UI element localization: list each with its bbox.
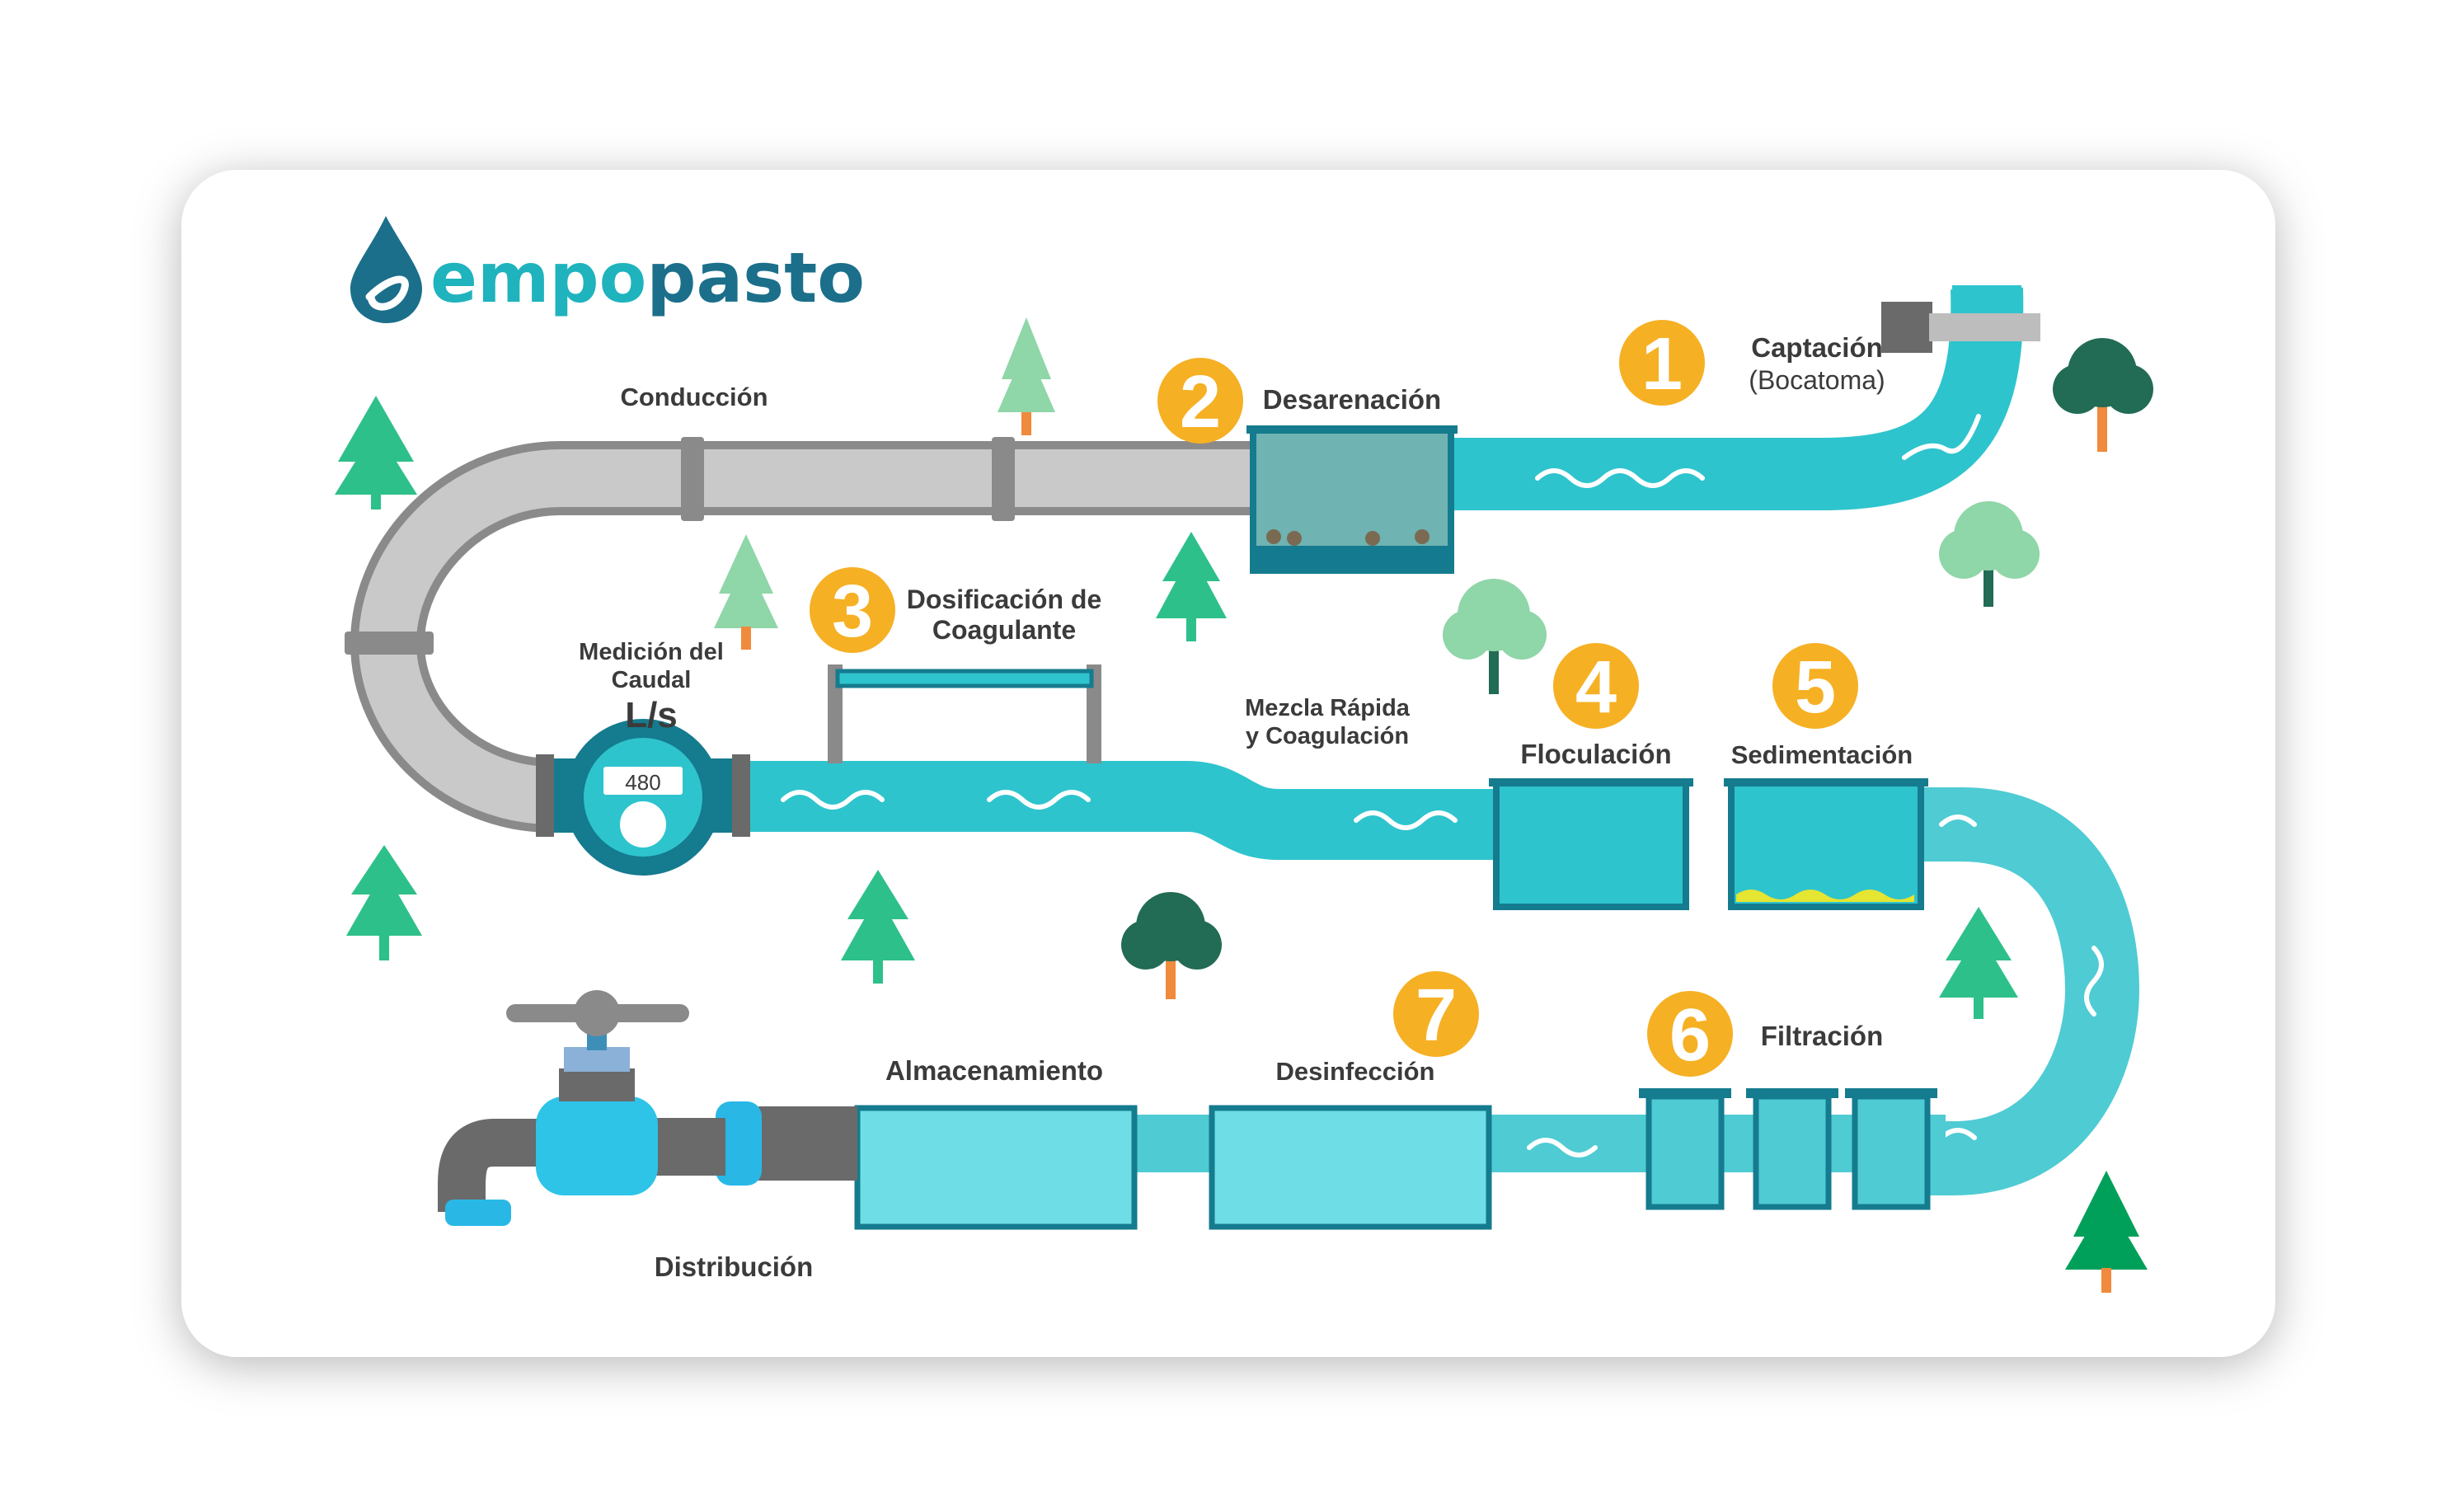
desarenador-tank: [1246, 425, 1458, 574]
round-tree-icon: [1443, 579, 1547, 694]
svg-text:4: 4: [1575, 646, 1617, 729]
step-badge-6: 6: [1647, 991, 1733, 1077]
pipe-coupling: [992, 437, 1015, 521]
step-badge-3: 3: [810, 567, 895, 653]
label-filtracion: Filtración: [1761, 1021, 1884, 1051]
logo-text-empo: empo: [430, 237, 646, 318]
label-dosificacion-line1: Dosificación de: [907, 585, 1102, 614]
pine-tree-icon: [998, 317, 1055, 435]
faucet-icon: [438, 990, 725, 1226]
svg-text:7: 7: [1415, 974, 1457, 1057]
meter-value: 480: [625, 770, 660, 795]
mezcla-channel: [725, 761, 1500, 860]
intake-gate: [1881, 302, 1932, 353]
dosificacion-structure: [828, 664, 1101, 763]
label-conduccion: Conducción: [620, 383, 768, 411]
svg-text:empopasto: empopasto: [430, 237, 865, 318]
label-sedimentacion: Sedimentación: [1731, 740, 1913, 769]
captacion-channel: [1439, 285, 2040, 510]
flow-meter: 480: [536, 719, 750, 876]
filter-unit: [1753, 1093, 1832, 1210]
trees: [335, 317, 2153, 1293]
round-tree-icon: [2053, 338, 2153, 452]
pine-tree-icon: [841, 870, 915, 984]
logo-swirl-icon: [365, 275, 409, 311]
label-desarenacion: Desarenación: [1263, 384, 1441, 415]
label-floculacion: Floculación: [1520, 739, 1671, 769]
label-medicion-line2: Caudal: [612, 667, 692, 693]
label-dosificacion-line2: Coagulante: [932, 615, 1076, 645]
pine-tree-icon: [1156, 532, 1227, 641]
pine-tree-icon: [335, 396, 417, 509]
almacenamiento-tank: [854, 1105, 1138, 1230]
label-captacion: Captación: [1751, 332, 1883, 363]
pine-tree-icon: [714, 534, 778, 650]
labels: Conducción Desarenación Captación (Bocat…: [579, 332, 1913, 1282]
svg-text:6: 6: [1669, 994, 1711, 1077]
filter-unit: [1852, 1093, 1931, 1210]
pipe-coupling: [681, 437, 704, 521]
floculacion-sedimentacion: [1489, 778, 2140, 1195]
label-mezcla-line2: y Coagulación: [1246, 723, 1409, 749]
round-tree-icon: [1939, 501, 2040, 607]
step-badges: 1 2 3 4 5 6 7: [810, 320, 1858, 1077]
label-medicion-line1: Medición del: [579, 639, 724, 665]
pipe-coupling: [345, 632, 434, 655]
label-meter-unit: L/s: [625, 695, 678, 735]
label-desinfeccion: Desinfección: [1276, 1057, 1435, 1086]
step-badge-4: 4: [1553, 643, 1639, 729]
step-badge-5: 5: [1772, 643, 1858, 729]
bottom-line: [716, 1088, 1946, 1230]
conduccion-pipe: [345, 437, 1270, 833]
logo-text-pasto: pasto: [646, 237, 865, 318]
filter-unit: [1645, 1093, 1725, 1210]
svg-text:3: 3: [832, 571, 873, 653]
step-badge-2: 2: [1157, 358, 1243, 444]
round-tree-icon: [1121, 892, 1222, 999]
svg-text:2: 2: [1180, 361, 1221, 444]
empopasto-logo: empopasto: [350, 216, 865, 323]
desinfeccion-tank: [1209, 1105, 1492, 1230]
step-badge-1: 1: [1619, 320, 1705, 406]
pine-tree-icon: [2065, 1171, 2148, 1293]
label-mezcla-line1: Mezcla Rápida: [1245, 695, 1411, 721]
pine-tree-icon: [346, 845, 422, 960]
label-almacenamiento: Almacenamiento: [885, 1055, 1103, 1086]
step-badge-7: 7: [1393, 971, 1479, 1057]
sedimentacion-tank: [1728, 780, 1924, 910]
meter-dial: [620, 801, 666, 848]
svg-text:1: 1: [1641, 323, 1683, 406]
label-bocatoma: (Bocatoma): [1749, 365, 1885, 395]
label-distribucion: Distribución: [655, 1251, 814, 1282]
svg-text:5: 5: [1795, 646, 1836, 729]
intake-pipe: [1929, 313, 2040, 341]
floculacion-tank: [1493, 780, 1689, 910]
pine-tree-icon: [1939, 907, 2018, 1019]
meter-display: [603, 767, 683, 795]
